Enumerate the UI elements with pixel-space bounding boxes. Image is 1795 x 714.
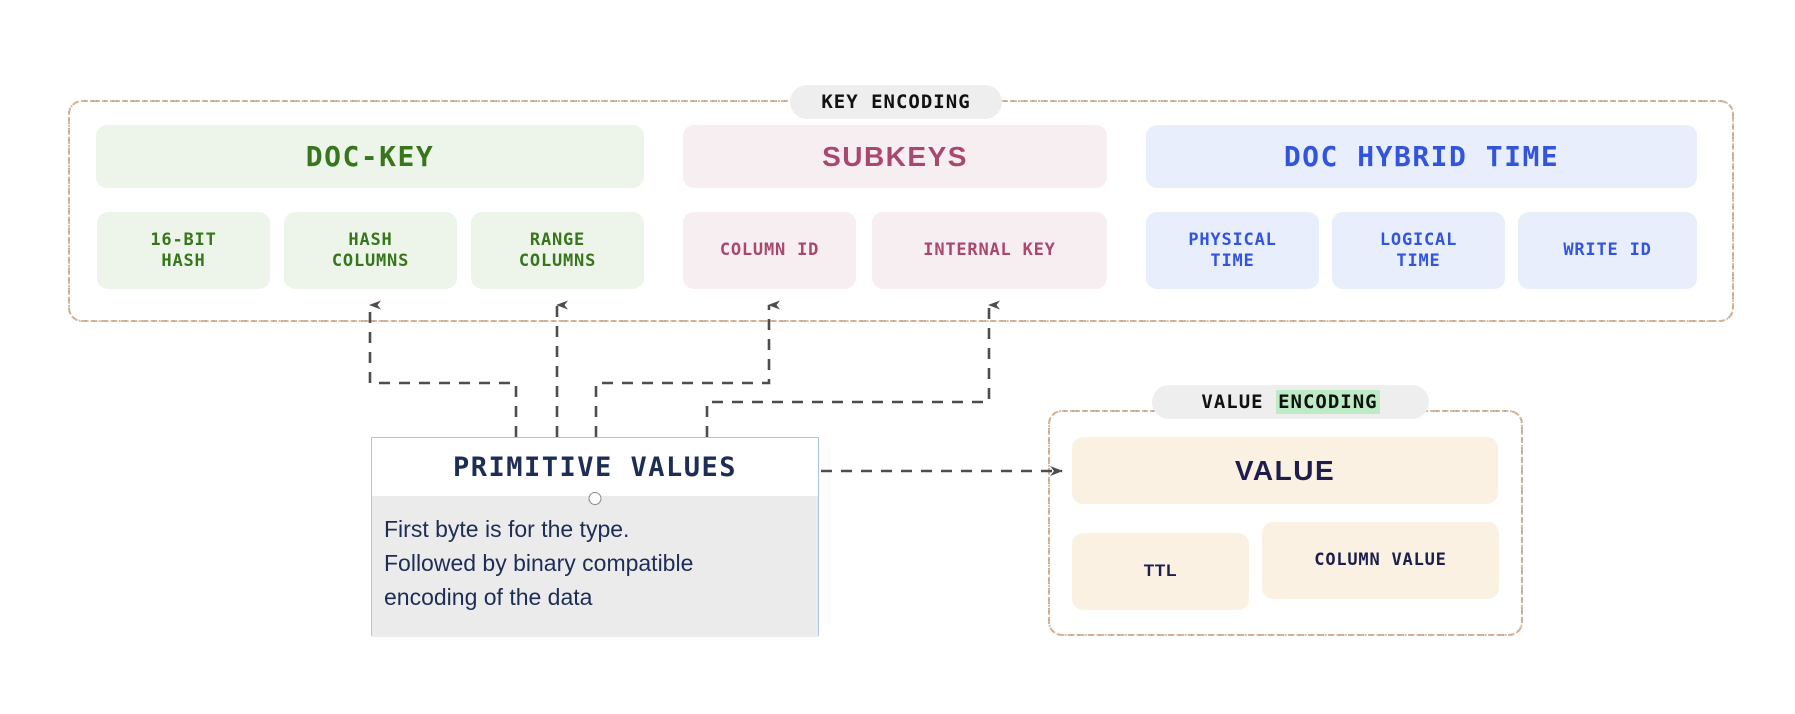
node-anchor-circle-icon[interactable] [588, 492, 602, 505]
connector-hash-columns [368, 300, 518, 437]
value-encoding-badge-plain: VALUE [1201, 391, 1277, 413]
connector-internal-key [705, 300, 1000, 437]
doc-key-header[interactable]: DOC-KEY [96, 125, 644, 188]
sub-box-hash-columns[interactable]: HASH COLUMNS [284, 212, 457, 289]
sub-box-write-id[interactable]: WRITE ID [1518, 212, 1697, 289]
value-box[interactable]: VALUE [1072, 437, 1498, 504]
value-encoding-badge-highlight: ENCODING [1276, 390, 1380, 414]
sub-box-physical-time[interactable]: PHYSICAL TIME [1146, 212, 1319, 289]
sub-box-range-columns[interactable]: RANGE COLUMNS [471, 212, 644, 289]
value-encoding-badge: VALUE ENCODING [1152, 385, 1429, 419]
sub-box-16bit-hash[interactable]: 16-BIT HASH [97, 212, 270, 289]
subkeys-header[interactable]: SUBKEYS [683, 125, 1107, 188]
primitive-values-body: First byte is for the type. Followed by … [372, 496, 818, 637]
column-value-box[interactable]: COLUMN VALUE [1262, 522, 1499, 599]
sub-box-column-id[interactable]: COLUMN ID [683, 212, 856, 289]
doc-hybrid-time-header[interactable]: DOC HYBRID TIME [1146, 125, 1697, 188]
primitive-values-title: PRIMITIVE VALUES [372, 438, 818, 496]
sub-box-logical-time[interactable]: LOGICAL TIME [1332, 212, 1505, 289]
key-encoding-badge: KEY ENCODING [790, 85, 1002, 119]
connector-column-id [594, 300, 780, 437]
sub-box-internal-key[interactable]: INTERNAL KEY [872, 212, 1107, 289]
primitive-values-node[interactable]: PRIMITIVE VALUES First byte is for the t… [371, 437, 819, 637]
ttl-box[interactable]: TTL [1072, 533, 1249, 610]
